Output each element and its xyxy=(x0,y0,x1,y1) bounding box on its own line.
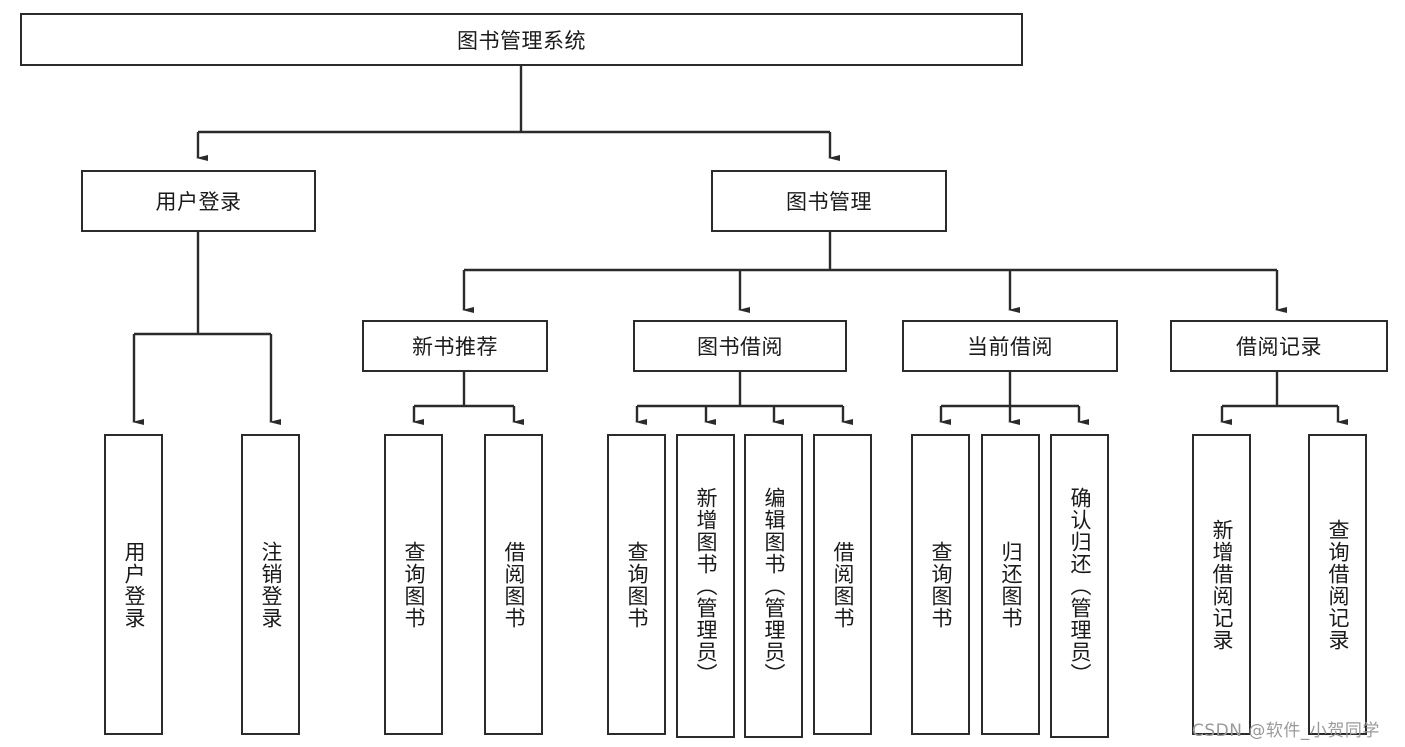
leaf-recommend-query-book[interactable]: 查询图书 xyxy=(384,434,443,735)
node-label: 用户登录 xyxy=(121,540,146,629)
node-label: 查询图书 xyxy=(401,540,426,629)
node-label: 用户登录 xyxy=(155,190,242,214)
leaf-record-add-record[interactable]: 新增借阅记录 xyxy=(1192,434,1251,735)
node-label: 新增借阅记录 xyxy=(1209,518,1234,651)
node-label: 归还图书 xyxy=(998,540,1023,629)
leaf-borrow-edit-book-admin[interactable]: 编辑图书（管理员） xyxy=(744,434,803,738)
leaf-user-login-signin[interactable]: 用户登录 xyxy=(104,434,163,735)
leaf-borrow-add-book-admin[interactable]: 新增图书（管理员） xyxy=(676,434,735,738)
csdn-watermark: CSDN @软件_小贺同学 xyxy=(1192,716,1380,741)
leaf-recommend-borrow-book[interactable]: 借阅图书 xyxy=(484,434,543,735)
leaf-record-query-record[interactable]: 查询借阅记录 xyxy=(1308,434,1367,735)
node-label: 查询图书 xyxy=(624,540,649,629)
node-label: 新书推荐 xyxy=(412,335,498,359)
node-book-management[interactable]: 图书管理 xyxy=(711,170,947,232)
node-label: 新增图书（管理员） xyxy=(693,487,718,685)
node-label: 编辑图书（管理员） xyxy=(761,487,786,685)
leaf-borrow-borrow-book[interactable]: 借阅图书 xyxy=(813,434,872,735)
node-label: 图书管理系统 xyxy=(457,28,586,53)
watermark-text: CSDN @软件_小贺同学 xyxy=(1192,721,1380,741)
leaf-current-confirm-return-admin[interactable]: 确认归还（管理员） xyxy=(1050,434,1109,738)
node-root-system[interactable]: 图书管理系统 xyxy=(20,13,1023,66)
node-label: 确认归还（管理员） xyxy=(1067,487,1092,685)
node-label: 借阅图书 xyxy=(830,540,855,629)
node-label: 图书管理 xyxy=(786,190,872,214)
node-label: 查询借阅记录 xyxy=(1325,518,1350,651)
node-label: 图书借阅 xyxy=(697,335,783,359)
leaf-current-return-book[interactable]: 归还图书 xyxy=(981,434,1040,735)
leaf-current-query-book[interactable]: 查询图书 xyxy=(911,434,970,735)
node-user-login[interactable]: 用户登录 xyxy=(81,170,316,232)
node-current-borrow[interactable]: 当前借阅 xyxy=(902,320,1118,372)
node-borrow-record[interactable]: 借阅记录 xyxy=(1170,320,1388,372)
node-label: 借阅图书 xyxy=(501,540,526,629)
node-label: 查询图书 xyxy=(928,540,953,629)
leaf-borrow-query-book[interactable]: 查询图书 xyxy=(607,434,666,735)
leaf-user-login-signout[interactable]: 注销登录 xyxy=(241,434,300,735)
node-book-borrow[interactable]: 图书借阅 xyxy=(633,320,847,372)
node-label: 注销登录 xyxy=(258,540,283,629)
node-label: 当前借阅 xyxy=(967,335,1053,359)
node-new-book-recommend[interactable]: 新书推荐 xyxy=(362,320,548,372)
node-label: 借阅记录 xyxy=(1236,335,1322,359)
